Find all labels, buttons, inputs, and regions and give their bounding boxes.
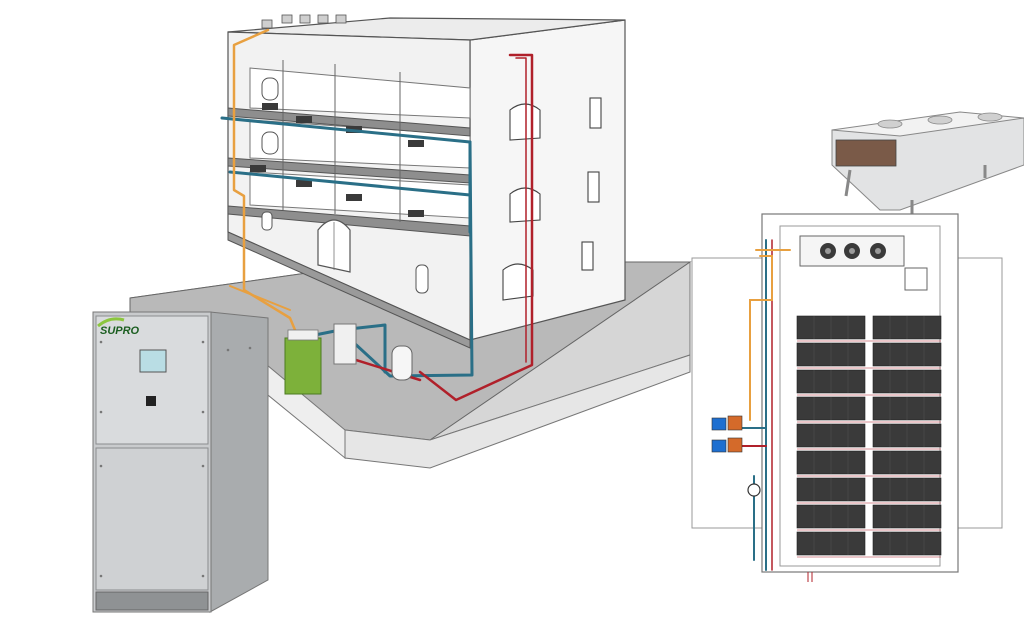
cabinet-upper-door (95, 315, 209, 445)
solar-array-schematic-icon (691, 213, 1003, 582)
cooler-coil-header (835, 139, 897, 167)
storage-tank (391, 345, 413, 381)
roof-vents (261, 14, 347, 29)
brand-label: SUPRO (100, 325, 140, 337)
heat-exchanger-blocks (711, 415, 743, 453)
solar-panels (796, 315, 942, 558)
schematic-pipes (739, 239, 791, 571)
control-display (139, 349, 167, 373)
cabinet-screws (99, 340, 252, 578)
dry-cooler-icon (831, 111, 1024, 214)
green-heat-pump-unit (284, 337, 322, 395)
plant-room-equipment (284, 323, 413, 395)
cabinet-lower-door (95, 447, 209, 591)
floor-slab (227, 107, 471, 137)
main-switch (146, 396, 156, 406)
heat-pump-cabinet-icon: SUPRO (92, 311, 269, 613)
control-box (333, 323, 357, 365)
supro-logo: SUPRO (97, 317, 140, 337)
circulation-pump-icon (747, 483, 761, 497)
